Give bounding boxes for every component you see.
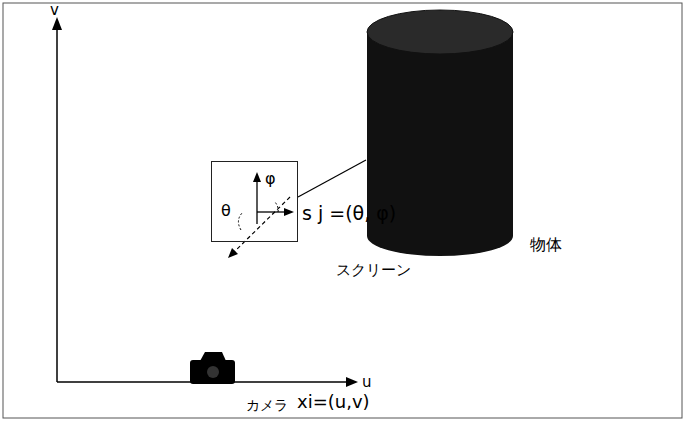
v-axis: [56, 28, 58, 382]
coordinate-label: xi=(u,v): [297, 392, 370, 412]
theta-arc: [238, 212, 243, 230]
screen-right-arrow: [257, 211, 286, 212]
camera-top: [200, 352, 226, 361]
axis-label: v: [50, 2, 59, 19]
angle-phi: φ: [265, 170, 276, 188]
camera-lens: [207, 366, 219, 378]
screen-up-head: [253, 172, 261, 182]
camera-icon: [190, 352, 235, 384]
camera-body: [190, 360, 235, 384]
object-label: 物体: [530, 236, 562, 254]
screen-box: θφ: [211, 161, 298, 242]
screen-label: スクリーン: [336, 262, 411, 279]
view-ray: [233, 197, 290, 253]
screen-right-head: [284, 208, 294, 216]
camera-label: カメラ: [246, 398, 288, 413]
axis-label: u: [362, 374, 372, 391]
ray-line: [298, 160, 366, 197]
outer-frame: [3, 3, 682, 418]
view-ray-head: [228, 248, 238, 258]
cylinder-top: [367, 10, 513, 54]
angle-theta: θ: [221, 202, 231, 220]
phi-arc: [275, 202, 278, 212]
u-axis-head: [346, 377, 358, 387]
v-axis-head: [52, 17, 62, 30]
screen-up-arrow: [256, 180, 257, 224]
coordinate-label: s j =(θ, φ): [302, 203, 396, 224]
